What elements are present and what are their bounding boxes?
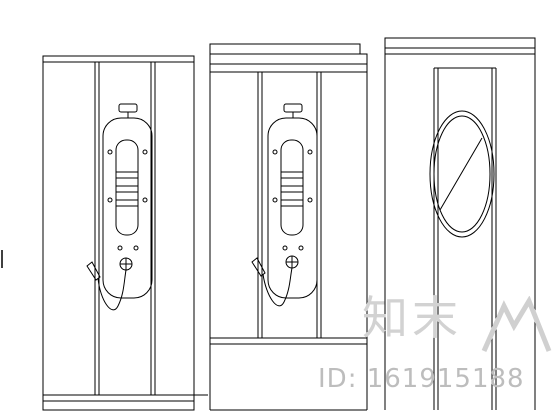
panel-body: [102, 117, 153, 299]
control-panel: [251, 103, 318, 307]
cabin-cap: [209, 43, 361, 55]
shower-head-icon: [283, 103, 303, 113]
cabin-cap: [384, 37, 536, 49]
cabin-frame: [42, 55, 195, 411]
hand-shower-icon: [251, 257, 266, 277]
shower-cabin-right: [384, 37, 536, 410]
shower-head-icon: [118, 103, 138, 113]
watermark-brand: 知末: [362, 291, 462, 345]
watermark-id: ID: 161915188: [318, 364, 525, 394]
hand-shower-icon: [86, 261, 101, 281]
shower-cabin-left: [42, 55, 208, 411]
jet-column: [115, 139, 139, 236]
shower-cabin-middle: [209, 43, 368, 411]
jet-column: [280, 139, 304, 236]
control-panel: [86, 103, 153, 311]
panel-body: [267, 117, 318, 299]
watermark-logo-icon: [481, 296, 552, 353]
oval-mirror: [429, 110, 495, 238]
